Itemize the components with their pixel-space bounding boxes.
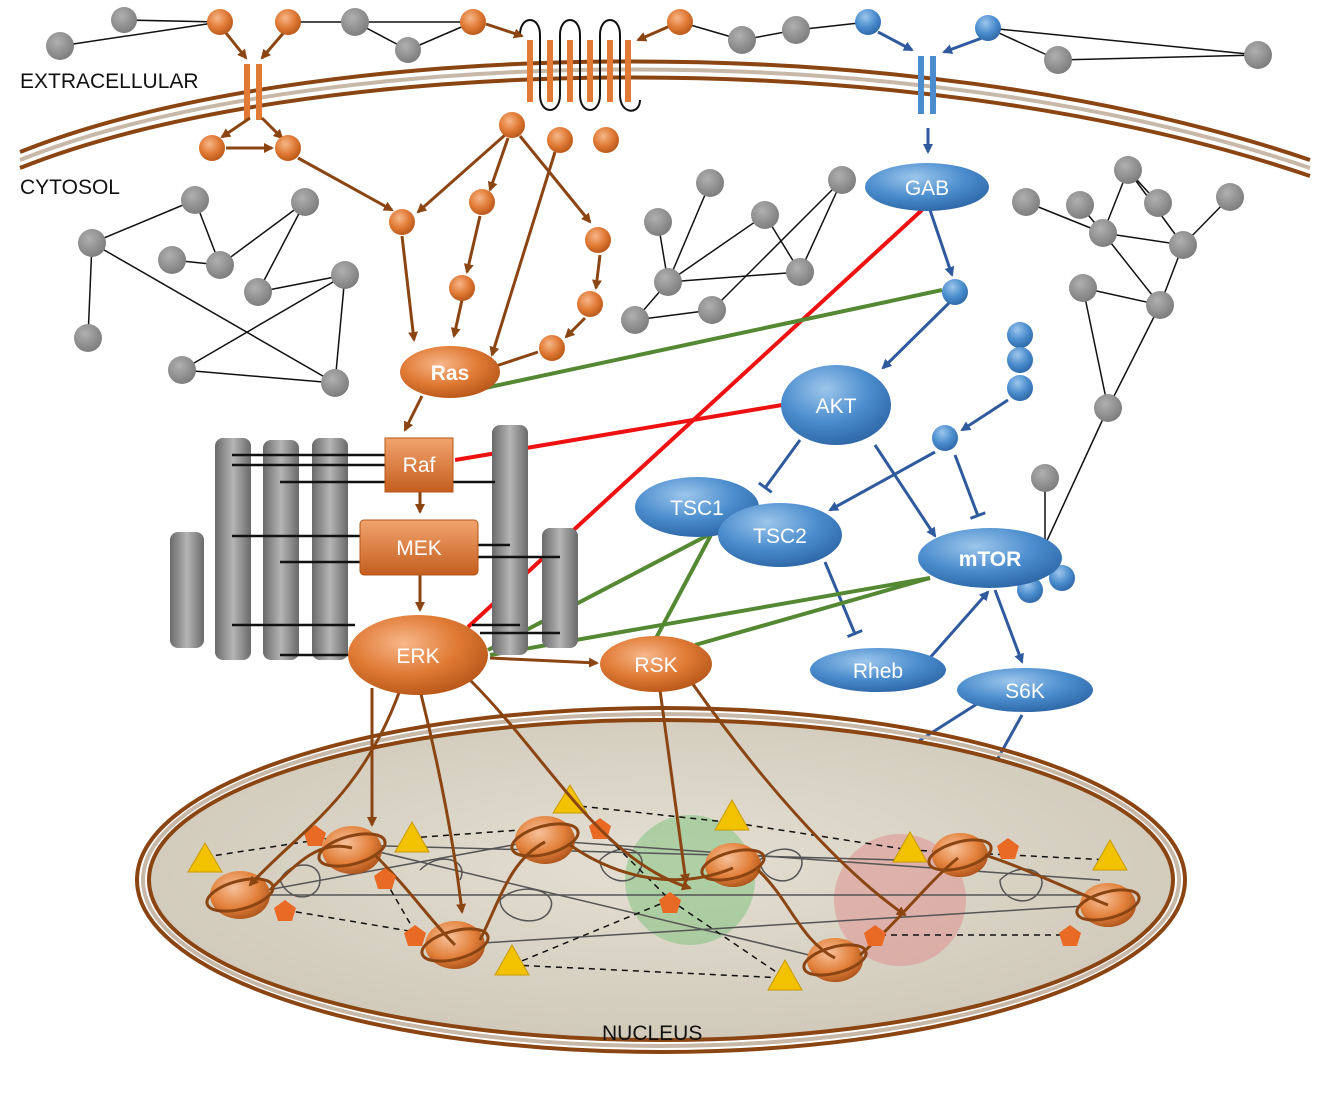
erk-node: ERK: [348, 615, 488, 695]
raf-label: Raf: [403, 454, 436, 477]
mek-node: MEK: [359, 519, 479, 576]
rsk-node: RSK: [600, 636, 712, 692]
scaffold-pillars: [170, 425, 578, 660]
gab-label: GAB: [905, 177, 949, 200]
erk-label: ERK: [396, 645, 439, 668]
tsc1-label: TSC1: [670, 497, 724, 520]
akt-label: AKT: [816, 395, 857, 418]
mtor-node: mTOR: [918, 528, 1062, 588]
gab-node: GAB: [865, 163, 989, 211]
tsc2-node: TSC2: [718, 503, 842, 567]
rsk-label: RSK: [634, 654, 677, 677]
ras-node: Ras: [400, 346, 500, 398]
cytosol-label: CYTOSOL: [20, 176, 120, 199]
nucleosome: [700, 843, 766, 887]
s6k-node: S6K: [957, 668, 1093, 712]
receptor-tyrosine-kinase-blue: [918, 56, 936, 114]
nucleosomes: [205, 816, 1141, 982]
rheb-label: Rheb: [853, 660, 903, 683]
ras-label: Ras: [431, 362, 470, 385]
mapk-upstream-nodes: [199, 9, 693, 361]
extracellular-label: EXTRACELLULAR: [20, 70, 199, 93]
gpcr-receptor: [519, 19, 641, 112]
mtor-upstream-nodes: [855, 9, 1075, 603]
raf-node: Raf: [384, 437, 454, 493]
rheb-node: Rheb: [810, 648, 946, 692]
chromatin-modifiers: [274, 818, 1081, 946]
mtor-label: mTOR: [959, 548, 1022, 571]
mapk-upstream-edges: [220, 22, 671, 668]
chromatin-dashed-links: [204, 804, 1111, 979]
akt-node: AKT: [781, 365, 891, 445]
nuclear-targeting-edges: [248, 678, 907, 917]
cell-membrane: [19, 59, 1311, 178]
nucleosome: [927, 833, 993, 877]
receptor-tyrosine-kinase-orange: [244, 64, 262, 120]
nucleosome: [317, 826, 387, 874]
tsc2-label: TSC2: [753, 525, 807, 548]
s6k-label: S6K: [1005, 680, 1045, 703]
mek-label: MEK: [396, 537, 442, 560]
gpcr-helices: [527, 40, 631, 102]
nucleus-label: NUCLEUS: [602, 1022, 702, 1045]
unrelated-proteins: [46, 7, 1272, 492]
